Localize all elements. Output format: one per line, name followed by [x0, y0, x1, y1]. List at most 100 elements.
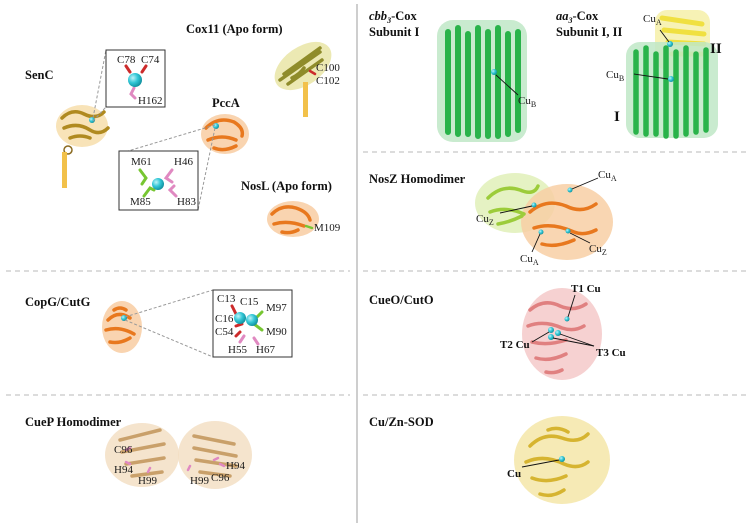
cuep-sticks: [124, 446, 226, 474]
pcca-copper-site: [213, 123, 219, 129]
copg-res-c54: C54: [215, 326, 234, 338]
aa3-cub-site: [668, 76, 674, 82]
sod-cartoon: [524, 426, 590, 498]
cbb3-helices: [445, 25, 521, 139]
panel-aa3-group: aa3-Cox Subunit I, II CuA CuB I II: [556, 9, 722, 139]
cbb3-title-line1: cbb3-Cox: [369, 9, 418, 25]
aa3-cua-label: CuA: [643, 13, 662, 27]
cueo-surface: [522, 288, 602, 380]
nosz-cua-site-bottom: [538, 229, 544, 235]
pcca-zoom-copper: [152, 178, 164, 190]
cuep-res-h94-left: H94: [114, 464, 133, 476]
panel-pcca-group: PccA M61 H46 M85 H83: [118, 96, 249, 211]
senc-res-h162: H162: [138, 95, 162, 107]
copg-res-m90: M90: [266, 326, 287, 338]
nosz-cua-site-top: [567, 187, 573, 193]
cox11-cys-stick: [308, 69, 317, 76]
copg-zoom-copper-1: [234, 312, 246, 324]
sod-cu-pointer: [521, 459, 560, 468]
sod-label: Cu/Zn-SOD: [369, 415, 434, 429]
copg-cartoon: [104, 306, 136, 345]
panel-nosz-group: NosZ Homodimer CuA CuZ CuA CuZ: [369, 169, 617, 267]
senc-res-c78: C78: [117, 54, 136, 66]
cox11-cartoon: [278, 46, 324, 86]
copg-cys-sticks: [230, 304, 244, 338]
panel-cuep-group: CueP Homodimer C96 H94 H99 H99 C96 H94: [25, 415, 252, 489]
cueo-cartoon: [526, 301, 588, 375]
aa3-cua-site: [667, 41, 673, 47]
senc-helix-marker: [63, 145, 73, 155]
cbb3-copper-site: [491, 69, 497, 75]
cueo-t2-pointer: [531, 331, 550, 343]
panel-cueo-group: CueO/CutO T1 Cu T2 Cu T3 Cu: [369, 283, 626, 380]
cox11-res-c102: C102: [316, 75, 340, 87]
panel-senc-group: SenC C78 C74 H162: [25, 49, 166, 188]
cbb3-cu-label: CuB: [518, 95, 536, 109]
nosz-cuz-left-pointer: [499, 205, 533, 214]
aa3-roman-ii: II: [710, 41, 722, 57]
cueo-t3-pointer-2: [552, 337, 595, 347]
senc-his-stick: [129, 86, 137, 100]
panel-cbb3-group: cbb3-Cox Subunit I CuB: [369, 9, 536, 142]
cueo-t3-site-1: [555, 330, 561, 336]
copg-res-c13: C13: [217, 293, 236, 305]
copg-res-h67: H67: [256, 344, 275, 356]
pcca-met-sticks: [138, 168, 156, 198]
copg-surface: [102, 301, 142, 353]
senc-cartoon: [60, 110, 110, 140]
cox11-membrane-anchor: [303, 82, 308, 117]
nosl-res-m109: M109: [314, 222, 341, 234]
senc-cys-stick: [124, 64, 148, 74]
aa3-cua-pointer: [659, 29, 670, 43]
copg-res-m97: M97: [266, 302, 287, 314]
cueo-label: CueO/CutO: [369, 293, 434, 307]
nosz-cuz-right-pointer: [569, 232, 591, 244]
nosz-cuz-site-left: [531, 202, 537, 208]
copg-res-c15: C15: [240, 296, 259, 308]
panel-nosl-group: NosL (Apo form) M109: [241, 179, 341, 237]
cueo-t1-site: [564, 316, 570, 322]
senc-label: SenC: [25, 68, 53, 82]
copg-his-sticks: [238, 334, 260, 346]
nosz-cua-bottom-label: CuA: [520, 253, 539, 267]
senc-zoom-line-1: [92, 49, 107, 119]
cueo-t3-label: T3 Cu: [596, 347, 626, 359]
nosz-cua-bottom-pointer: [531, 233, 541, 253]
cuep-res-h99-right: H99: [190, 475, 209, 487]
pcca-res-h46: H46: [174, 156, 193, 168]
cbb3-cu-pointer: [495, 74, 519, 96]
cuep-res-h94-right: H94: [226, 460, 245, 472]
aa3-subunit-i: [633, 45, 709, 139]
cueo-t2-site: [548, 327, 554, 333]
copg-zoom-line-1: [124, 289, 214, 318]
aa3-cub-label: CuB: [606, 69, 624, 83]
nosz-cartoon-orange: [528, 201, 598, 248]
nosl-label: NosL (Apo form): [241, 179, 332, 193]
cox11-res-c100: C100: [316, 62, 340, 74]
senc-membrane-anchor: [62, 152, 67, 188]
cuep-cartoon-left: [118, 428, 166, 478]
aa3-roman-i: I: [614, 109, 620, 125]
nosz-cuz-right-label: CuZ: [589, 243, 607, 257]
cox11-label: Cox11 (Apo form): [186, 22, 283, 36]
cuep-res-c96-right: C96: [211, 472, 230, 484]
nosz-label: NosZ Homodimer: [369, 172, 466, 186]
cuep-res-h99-left: H99: [138, 475, 157, 487]
cuep-res-c96-left: C96: [114, 444, 133, 456]
pcca-res-m61: M61: [131, 156, 152, 168]
cuep-cartoon-right: [192, 434, 238, 478]
copg-zoom-line-2: [124, 319, 214, 358]
panel-cox11-group: Cox11 (Apo form) C100 C102: [186, 22, 340, 117]
pcca-res-h83: H83: [177, 196, 196, 208]
senc-res-c74: C74: [141, 54, 160, 66]
panel-copg-group: CopG/CutG C13 C15 M97 C16 C54 M90 H55 H6…: [25, 289, 293, 358]
senc-zoom-line-2: [92, 106, 107, 122]
aa3-cub-pointer: [633, 73, 669, 80]
cbb3-title-line2: Subunit I: [369, 25, 420, 39]
nosz-cartoon-green: [486, 184, 540, 226]
nosl-cartoon: [270, 205, 312, 235]
nosz-cuz-site-right: [565, 228, 571, 234]
sod-cu-label: Cu: [507, 468, 521, 480]
copg-res-c16: C16: [215, 313, 234, 325]
